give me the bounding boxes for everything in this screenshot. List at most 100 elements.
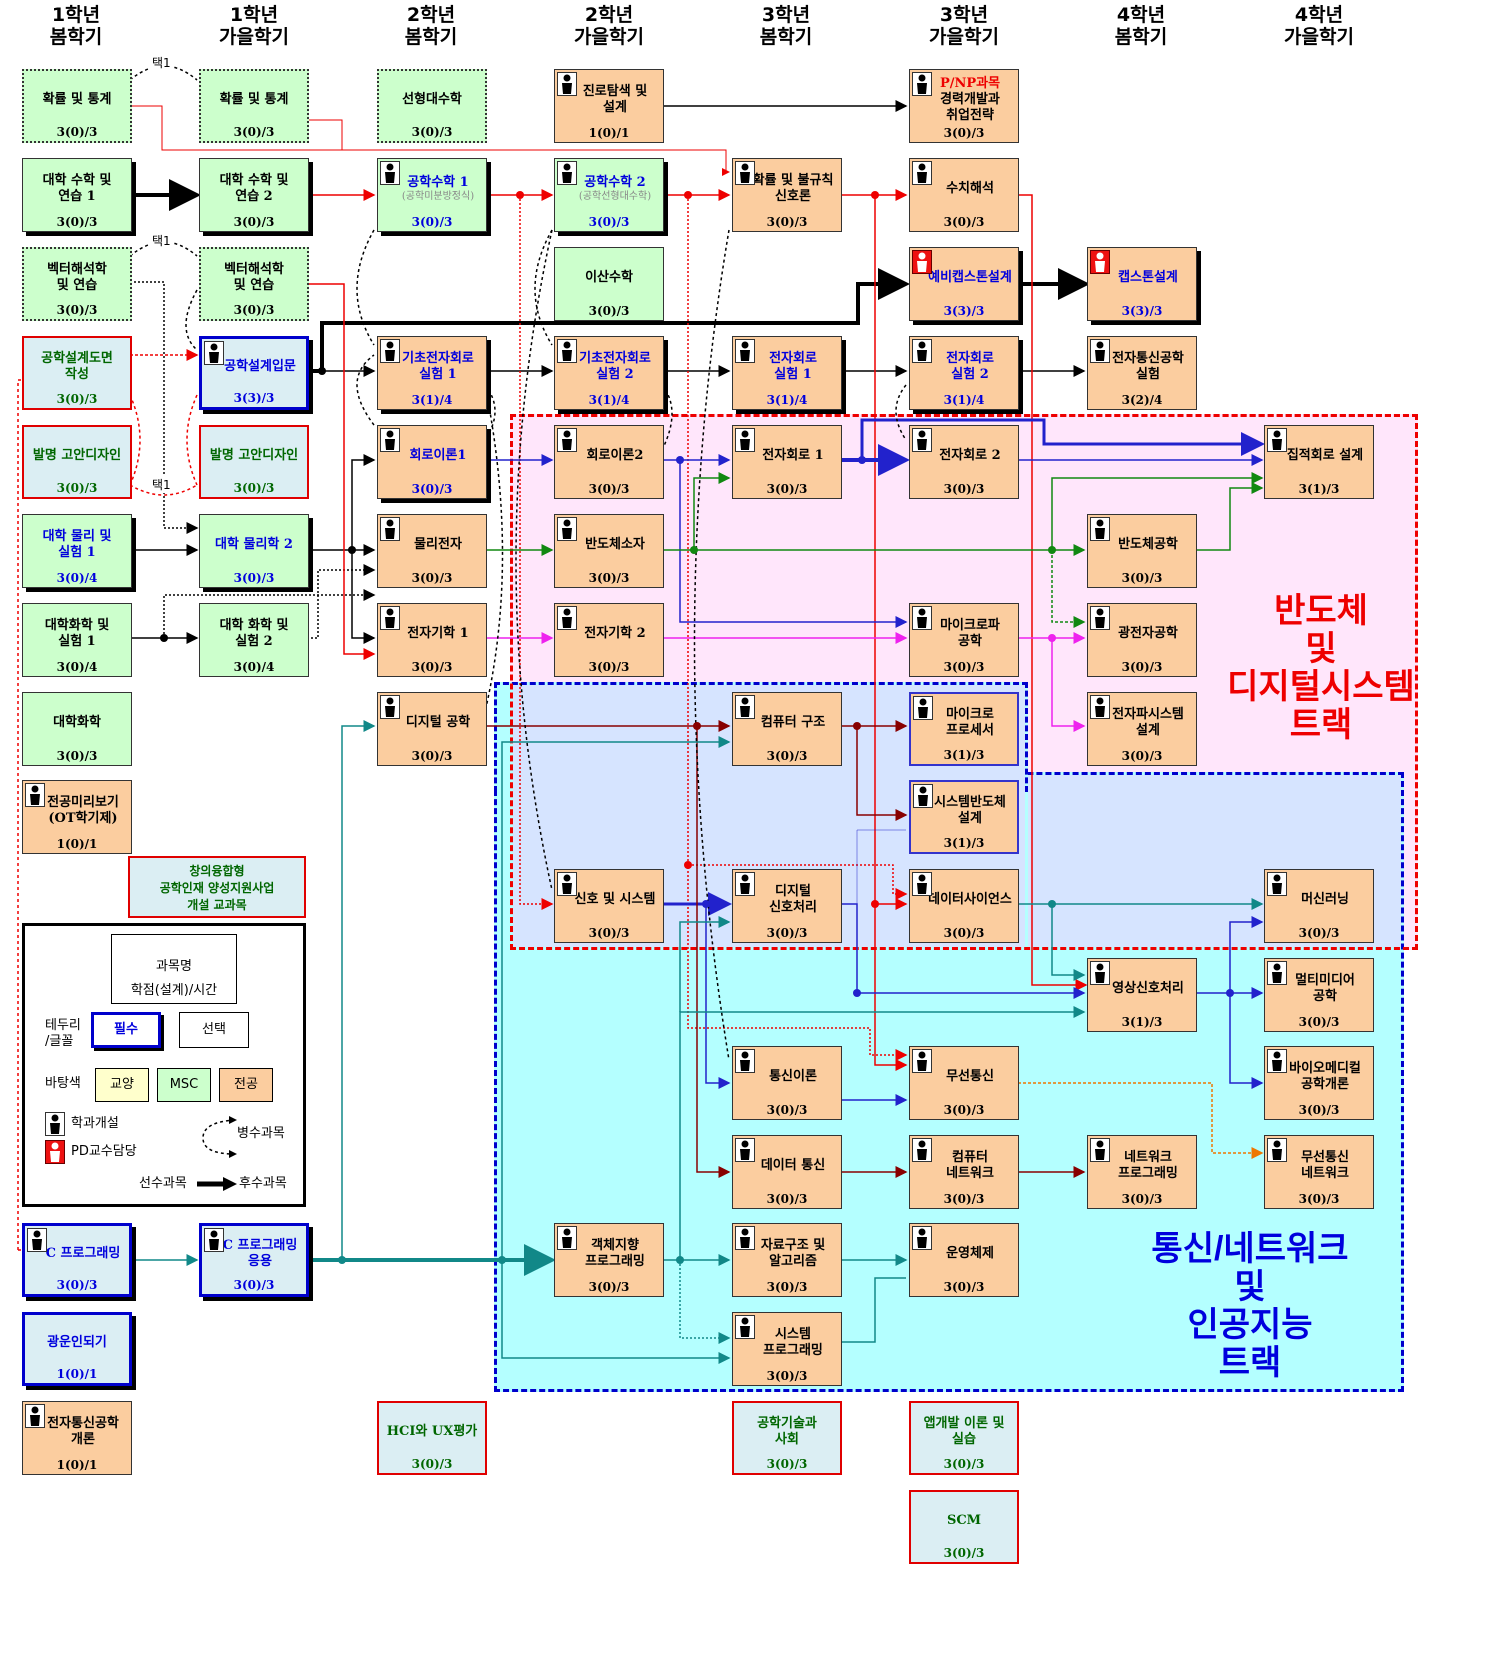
course-credit: 3(0)/3: [943, 215, 985, 229]
course-credit: 3(0)/3: [1121, 1192, 1163, 1206]
course-name: 회로이론1: [409, 447, 467, 463]
course-credit: 3(0)/3: [588, 660, 630, 674]
person-icon: [380, 606, 400, 630]
course-subtitle: (공학미분방정식): [401, 190, 475, 202]
course-name: 운영체제: [946, 1245, 994, 1261]
course-name-wrap: 물리전자: [402, 518, 462, 571]
course-name-wrap: 집적회로 설계: [1275, 429, 1363, 482]
course-credit: 3(0)/3: [56, 1278, 98, 1292]
course-name: 이산수학: [585, 269, 633, 285]
course-credit: 3(0)/3: [411, 660, 453, 674]
course-credit: 3(0)/4: [56, 660, 98, 674]
course-credit: 3(0)/3: [766, 926, 808, 940]
course-name-wrap: 공학설계입문: [212, 342, 296, 391]
person-icon: [557, 606, 577, 630]
course-name: 공학설계도면 작성: [41, 350, 113, 382]
course-name-wrap: 공학설계도면 작성: [41, 341, 113, 392]
course-tag: P/NP과목: [939, 75, 1001, 91]
course-name-wrap: HCI와 UX평가: [387, 1406, 478, 1457]
course-credit: 3(0)/3: [766, 1103, 808, 1117]
person-icon: [912, 1138, 932, 1162]
course-credit: 3(0)/3: [1121, 749, 1163, 763]
course-name: 전자파시스템 설계: [1112, 706, 1184, 738]
course-i5: 전자파시스템 설계 3(0)/3: [1087, 692, 1197, 766]
course-name-wrap: 전자기학 1: [395, 607, 468, 660]
course-name: 진로탐색 및 설계: [582, 83, 648, 115]
course-name-wrap: 시스템 프로그래밍: [751, 1316, 823, 1369]
course-credit: 3(1)/3: [943, 748, 985, 762]
course-name-wrap: 대학 물리학 2: [215, 518, 293, 571]
course-name: 회로이론2: [586, 447, 644, 463]
course-name: 수치해석: [946, 180, 994, 196]
course-name-wrap: 광운인되기: [47, 1318, 107, 1367]
course-name: 통신이론: [769, 1068, 817, 1084]
course-name: 공학수학 2: [584, 174, 646, 190]
funding-note: 창의융합형 공학인재 양성지원사업 개설 교과목: [128, 856, 306, 918]
course-name: 발명 고안디자인: [32, 447, 122, 463]
course-credit: 3(0)/3: [943, 482, 985, 496]
person-icon: [1090, 961, 1110, 985]
legend-credit: 학점(설계)/시간: [130, 983, 218, 998]
course-name-wrap: 전자파시스템 설계: [1100, 696, 1184, 749]
course-name: 데이터사이언스: [928, 891, 1012, 907]
course-credit: 3(1)/3: [943, 836, 985, 850]
course-name-wrap: 무선통신 네트워크: [1289, 1139, 1349, 1192]
legend-course-sample: 과목명 학점(설계)/시간: [111, 934, 237, 1004]
course-name: 데이터 통신: [760, 1157, 826, 1173]
course-name: 집적회로 설계: [1286, 447, 1364, 463]
course-name-wrap: C 프로그래밍 응용: [211, 1229, 298, 1278]
course-credit: 3(0)/3: [56, 303, 98, 317]
person-icon: [557, 161, 577, 185]
legend-liberal: 교양: [95, 1068, 149, 1102]
course-name-wrap: 예비캡스톤설계: [916, 251, 1012, 304]
course-name-wrap: 컴퓨터 구조: [749, 696, 825, 749]
course-name-wrap: 신호 및 시스템: [563, 873, 656, 926]
course-name-wrap: 확률 및 통계: [220, 74, 289, 125]
legend-postreq: 후수과목: [239, 1176, 287, 1191]
course-name-wrap: 반도체공학: [1106, 518, 1178, 571]
course-credit: 3(0)/3: [943, 1546, 985, 1560]
person-icon: [1267, 1138, 1287, 1162]
course-g6: 통신이론 3(0)/3: [732, 1046, 842, 1120]
course-name-wrap: 기초전자회로 실험 1: [390, 340, 474, 393]
course-name: 머신러닝: [1301, 891, 1349, 907]
course-name: 경력개발과 취업전략: [940, 91, 1000, 123]
course-name: 대학화학: [53, 714, 101, 730]
pd-professor-icon: [1090, 250, 1110, 274]
semiconductor-border-redraw: [510, 414, 1418, 950]
course-credit: 3(0)/3: [943, 1192, 985, 1206]
course-name: 확률 및 통계: [42, 91, 112, 107]
course-credit: 3(0)/3: [588, 304, 630, 318]
course-name-wrap: 데이터사이언스: [916, 873, 1012, 926]
course-credit: 3(0)/3: [943, 1280, 985, 1294]
course-name: 예비캡스톤설계: [928, 269, 1012, 285]
person-icon: [25, 1404, 45, 1428]
course-name-wrap: 발명 고안디자인: [210, 430, 298, 481]
person-icon: [735, 161, 755, 185]
choice-label: 택1: [150, 232, 173, 249]
person-icon: [1090, 695, 1110, 719]
course-credit: 3(0)/3: [943, 926, 985, 940]
concurrent-curve-icon: [202, 1116, 237, 1158]
course-name-wrap: 전자회로 2: [927, 429, 1000, 482]
course-credit: 3(0)/3: [233, 1278, 275, 1292]
course-name: 캡스톤설계: [1118, 269, 1178, 285]
